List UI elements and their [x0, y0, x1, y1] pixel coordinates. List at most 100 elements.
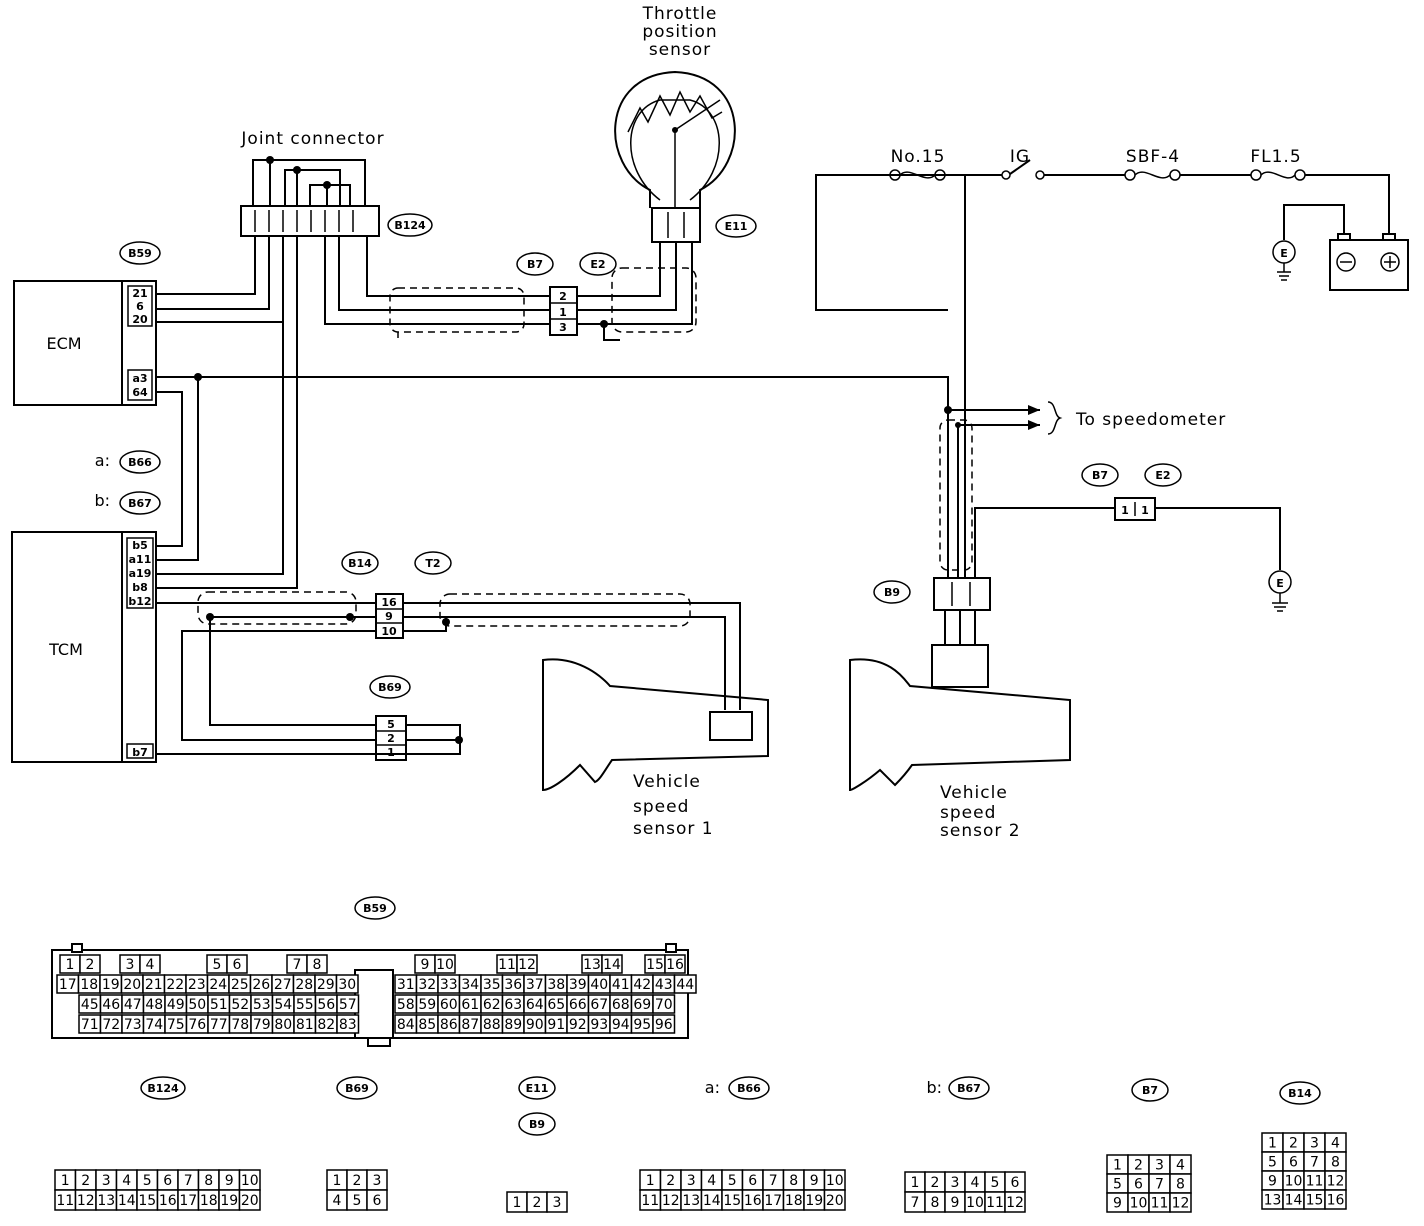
b7-pin-label: 10 — [1130, 1196, 1148, 1212]
b59-pin-label: 27 — [274, 977, 292, 993]
svg-text:10: 10 — [381, 625, 397, 638]
ecm: ECM 21 6 20 a3 64 B59 — [13, 241, 161, 406]
b59-center-key — [354, 969, 394, 1039]
b59-pin-label: 76 — [188, 1017, 206, 1033]
b59-pin-label: 96 — [655, 1017, 673, 1033]
b124-pin-label: 20 — [241, 1193, 259, 1209]
b66-pin-label: 1 — [646, 1173, 655, 1189]
b59-pin-label: 66 — [569, 997, 587, 1013]
b124-connector — [240, 205, 380, 237]
fl15-label: FL1.5 — [1250, 147, 1301, 167]
b66-cell — [823, 1189, 846, 1211]
b7-tag-top — [516, 252, 554, 276]
b59-pin-label: 16 — [666, 957, 684, 973]
b59-pin-label: 34 — [461, 977, 479, 993]
tps-wiper — [674, 99, 721, 131]
b67-pin-label: 7 — [911, 1195, 920, 1211]
battery — [1329, 239, 1409, 291]
b59-pin-label: 12 — [518, 957, 536, 973]
b66-pin-label: 10 — [826, 1173, 844, 1189]
b69-connector — [375, 715, 407, 761]
b59-pin-label: 38 — [547, 977, 565, 993]
b59-pin-label: 13 — [583, 957, 601, 973]
b59-pin-label: 28 — [295, 977, 313, 993]
b59-pin-label: 25 — [231, 977, 249, 993]
svg-text:B9: B9 — [529, 1118, 545, 1131]
b14-pin-label: 15 — [1306, 1193, 1324, 1209]
b66-pin-label: 14 — [703, 1193, 721, 1209]
b66-tag-bottom — [728, 1076, 770, 1100]
svg-text:2: 2 — [559, 290, 567, 303]
ecm-pin-20: 20 — [132, 313, 148, 326]
vss2-body — [931, 644, 989, 688]
svg-text:B124: B124 — [394, 219, 426, 232]
b14-pin-label: 3 — [1310, 1136, 1319, 1152]
b59-cell — [335, 974, 359, 994]
b7-pin-label: 6 — [1134, 1177, 1143, 1193]
b59-pin-label: 75 — [167, 1017, 185, 1033]
b7-pin-label: 9 — [1113, 1196, 1122, 1212]
b59-pin-label: 67 — [590, 997, 608, 1013]
b67-pin-label: 4 — [971, 1175, 980, 1191]
b59-pin-label: 49 — [167, 997, 185, 1013]
b7-pin-label: 3 — [1155, 1158, 1164, 1174]
b59-pin-label: 26 — [252, 977, 270, 993]
b14-pin-label: 11 — [1306, 1174, 1324, 1190]
b14-tag-bottom — [1279, 1081, 1321, 1105]
svg-text:1: 1 — [387, 746, 395, 759]
b9-connector — [933, 577, 991, 611]
throttle-label-3: sensor — [649, 40, 711, 60]
b66-pin-label: 17 — [764, 1193, 782, 1209]
svg-text:B14: B14 — [1288, 1087, 1312, 1100]
b59-pin-label: 9 — [421, 957, 430, 973]
b59-pin-label: 90 — [526, 1017, 544, 1033]
b67-tag-bottom — [948, 1076, 990, 1100]
b59-pin-label: 51 — [210, 997, 228, 1013]
b59-pin-label: 19 — [102, 977, 120, 993]
vehicle-speed-sensor-1: Vehicle speed sensor 1 — [542, 658, 769, 839]
svg-text:a:: a: — [95, 451, 110, 470]
b66-pin-label: 15 — [723, 1193, 741, 1209]
b124-pin-label: 17 — [179, 1193, 197, 1209]
b59-pin-label: 80 — [274, 1017, 292, 1033]
b59-pin-label: 81 — [296, 1017, 314, 1033]
svg-text:T2: T2 — [425, 557, 440, 570]
b59-pin-label: 86 — [440, 1017, 458, 1033]
b14-cell — [1324, 1189, 1347, 1210]
vehicle-speed-sensor-2: B9 Vehicle speed sensor 2 — [849, 577, 1071, 841]
b124-tag-bottom — [140, 1076, 186, 1100]
vss2-label-1: Vehicle — [940, 783, 1008, 803]
b59-pin-label: 65 — [547, 997, 565, 1013]
b59-pin-label: 39 — [569, 977, 587, 993]
b59-pin-label: 44 — [676, 977, 694, 993]
b59-pin-label: 68 — [612, 997, 630, 1013]
b67-pin-label: 1 — [911, 1175, 920, 1191]
b124-pin-label: 6 — [163, 1173, 172, 1189]
b59-pin-label: 10 — [436, 957, 454, 973]
b69-pin-label: 4 — [333, 1193, 342, 1209]
svg-text:1: 1 — [1141, 504, 1149, 517]
b59-pin-label: 59 — [418, 997, 436, 1013]
svg-text:b:: b: — [926, 1078, 942, 1097]
b69-pin-label: 1 — [333, 1173, 342, 1189]
b59-pin-label: 50 — [188, 997, 206, 1013]
b7-tag-right — [1081, 463, 1119, 487]
joint-connector: Joint connector B124 — [240, 129, 433, 237]
bottom-connector-faces: B124 B69 E11 B9 a: B66 b: B67 B7 B14 — [140, 1076, 1321, 1136]
b59-pin-label: 5 — [213, 957, 222, 973]
b124-pin-label: 14 — [118, 1193, 136, 1209]
b59-pin-label: 42 — [633, 977, 651, 993]
tcm-pin-b12: b12 — [128, 595, 151, 608]
b59-pin-label: 58 — [397, 997, 415, 1013]
b59-pin-label: 94 — [612, 1017, 630, 1033]
power-supply: No.15 IG SBF-4 FL1.5 E — [815, 147, 1409, 311]
throttle-label-1: Throttle — [642, 4, 718, 24]
b59-pin-label: 84 — [397, 1017, 415, 1033]
b59-pin-label: 3 — [126, 957, 135, 973]
b59-pin-label: 89 — [504, 1017, 522, 1033]
b59-pin-label: 53 — [253, 997, 271, 1013]
b69-tag-top — [369, 675, 411, 699]
b69-cell — [366, 1189, 388, 1211]
b67-pin-label: 12 — [1006, 1195, 1024, 1211]
b59-tag-top — [119, 241, 161, 265]
